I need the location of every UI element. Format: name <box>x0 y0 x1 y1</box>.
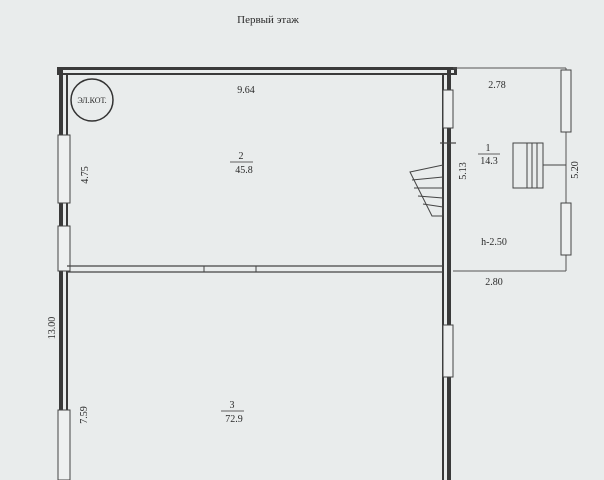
room-2-label: 2 45.8 <box>230 151 253 176</box>
plan-title: Первый этаж <box>237 14 299 26</box>
room-3-number: 3 <box>230 400 235 411</box>
room-2-area: 45.8 <box>235 165 253 176</box>
annex-stairs <box>512 142 566 189</box>
window-left-lower <box>57 409 71 480</box>
dim-left-lower: 7.59 <box>79 406 90 424</box>
dim-left-total: 13.00 <box>47 317 58 340</box>
dim-annex-depth-inner: 5.13 <box>458 162 469 180</box>
window-left-upper <box>57 134 71 204</box>
partition-wall <box>67 265 443 273</box>
dim-annex-depth-outer: 5.20 <box>570 161 581 179</box>
window-right-lower <box>442 324 454 378</box>
boiler-label: ЭЛ.КОТ. <box>77 96 106 105</box>
main-walls <box>57 67 457 480</box>
main-stairs <box>409 164 444 217</box>
room-1-area: 14.3 <box>480 156 498 167</box>
room-2-number: 2 <box>239 151 244 162</box>
dim-annex-bottom: 2.80 <box>485 277 503 288</box>
window-left-middle <box>57 225 71 272</box>
room-1-label: 1 14.3 <box>478 143 500 167</box>
dim-annex-top: 2.78 <box>488 80 506 91</box>
dim-top-width: 9.64 <box>237 85 255 96</box>
dim-left-upper: 4.75 <box>80 166 91 184</box>
room-3-label: 3 72.9 <box>221 400 244 425</box>
window-right-upper <box>442 89 454 129</box>
room-1-number: 1 <box>486 143 491 154</box>
ceiling-height: h-2.50 <box>481 237 507 248</box>
room-3-area: 72.9 <box>225 414 243 425</box>
electric-boiler-icon: ЭЛ.КОТ. <box>70 78 114 122</box>
annex-outline <box>453 67 572 272</box>
